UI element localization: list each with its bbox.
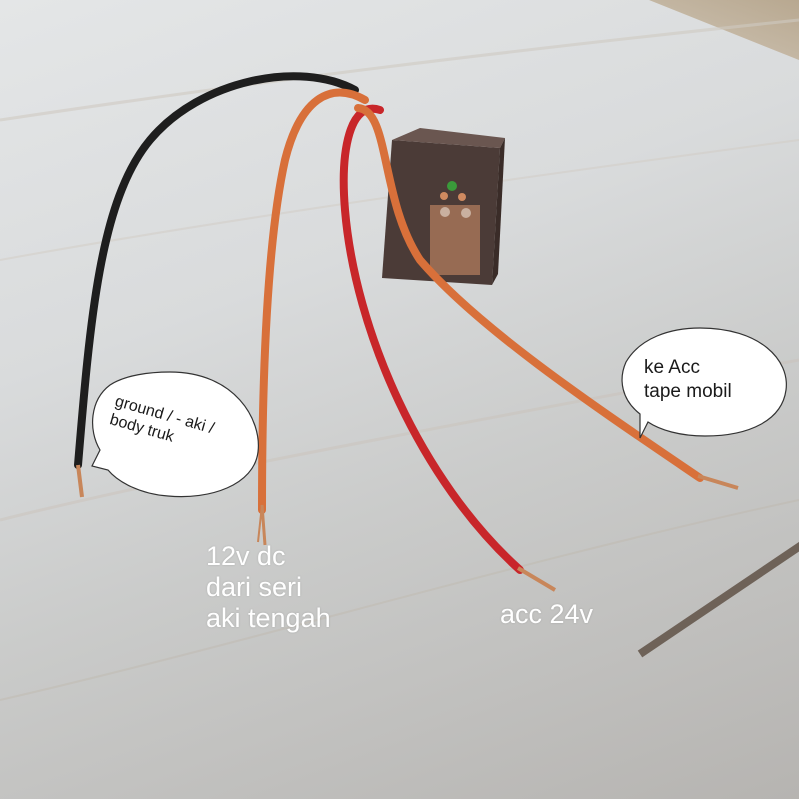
- acc-tape-bubble-text: ke Acc tape mobil: [644, 356, 732, 404]
- acc-tape-bubble-line2: tape mobil: [644, 381, 732, 402]
- label-12v-dc: 12v dc dari seri aki tengah: [206, 541, 331, 634]
- red-wire-acc24v: [339, 104, 524, 574]
- orange-wire-12v: [258, 88, 369, 514]
- acc-tape-bubble-line1: ke Acc: [644, 357, 700, 378]
- label-acc-24v: acc 24v: [500, 599, 594, 629]
- orange-wire-tape: [354, 104, 704, 482]
- acc-tape-bubble-shape: [621, 327, 787, 439]
- label-12v-line1: 12v dc: [206, 541, 286, 571]
- black-wire: [74, 72, 359, 469]
- ground-bubble-shape: [91, 371, 259, 498]
- label-12v-line2: dari seri: [206, 572, 303, 602]
- label-12v-line3: aki tengah: [206, 603, 331, 633]
